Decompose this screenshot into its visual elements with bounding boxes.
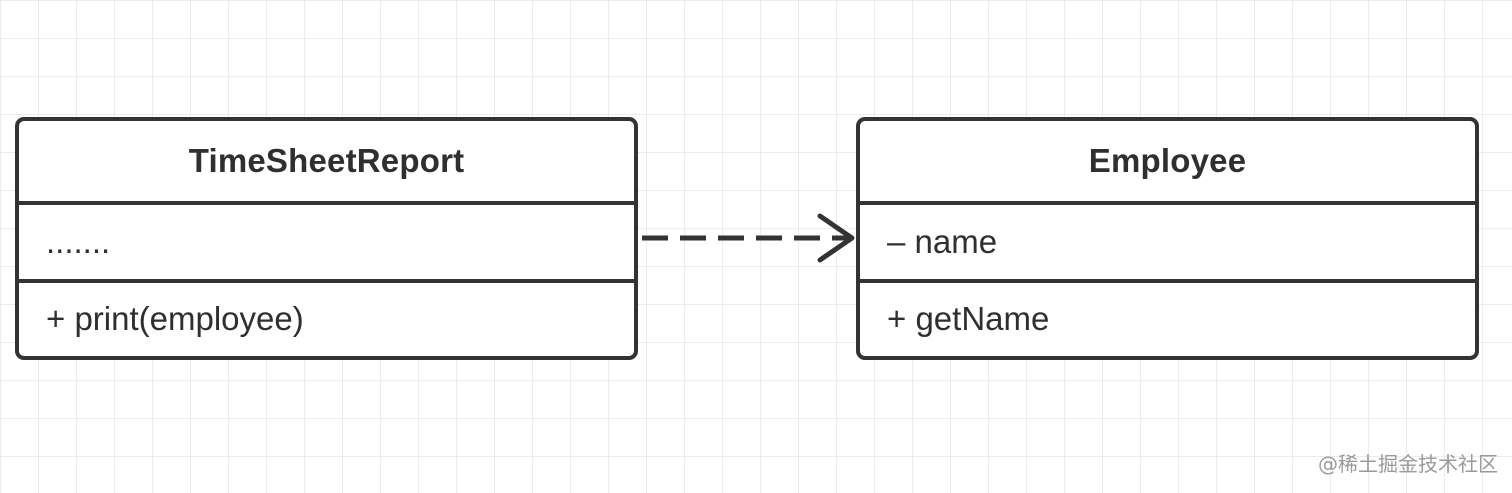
class-attributes-timesheetreport: ....... xyxy=(19,201,634,279)
class-box-timesheetreport[interactable]: TimeSheetReport ....... + print(employee… xyxy=(15,117,638,360)
watermark: @稀土掘金技术社区 xyxy=(1318,452,1498,476)
class-name-employee: Employee xyxy=(1088,142,1247,179)
class-attributes-employee: – name xyxy=(860,201,1475,279)
class-methods-timesheetreport: + print(employee) xyxy=(19,278,634,357)
class-methods-employee: + getName xyxy=(860,278,1475,357)
class-name-timesheetreport: TimeSheetReport xyxy=(188,142,465,179)
open-arrowhead-icon xyxy=(817,213,855,263)
class-box-employee[interactable]: Employee – name + getName xyxy=(856,117,1479,360)
